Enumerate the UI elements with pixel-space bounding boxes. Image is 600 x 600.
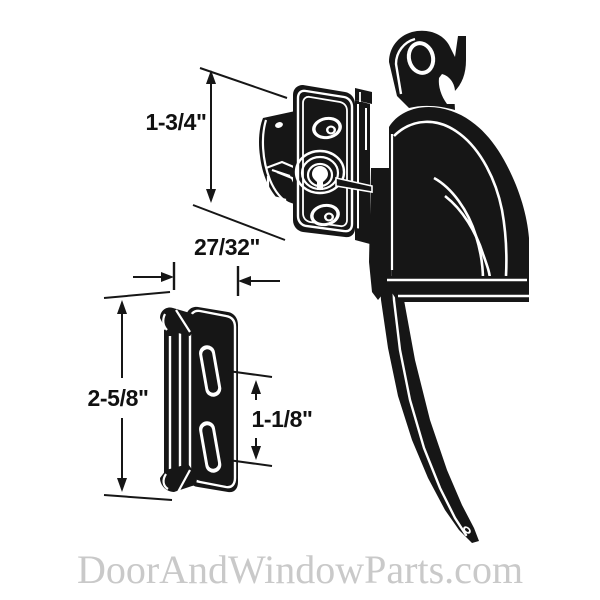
- latch-screw-hole-top-bore: [328, 127, 334, 133]
- dim-1-3-4-arrow-up: [206, 70, 216, 84]
- dim-2-5-8-label: 2-5/8": [88, 385, 149, 411]
- lever-arm-highlight: [390, 256, 468, 537]
- dim-1-3-4-label: 1-3/4": [146, 109, 207, 135]
- latch-rear-housing: [259, 110, 300, 206]
- site-watermark: DoorAndWindowParts.com: [77, 547, 523, 592]
- strike-plate-bottom-tab-highlight: [162, 469, 191, 493]
- mounting-ear-notch: [438, 74, 455, 104]
- mounting-ear-hole: [410, 45, 432, 71]
- strike-plate-slot-lower: [199, 421, 222, 473]
- dim-1-3-4-leader-top: [199, 67, 288, 99]
- strike-plate-slot-upper: [199, 345, 222, 397]
- dimension-latch-height: 1-3/4": [146, 67, 288, 241]
- handle-escutcheon-flank: [369, 168, 392, 300]
- dim-27-32-label: 27/32": [194, 234, 260, 260]
- dim-2-5-8-arrow-up: [117, 300, 127, 314]
- dimension-plate-width: 27/32": [133, 234, 280, 296]
- handle-assembly: [369, 30, 529, 543]
- strike-plate-face: [186, 306, 238, 493]
- dim-1-1-8-leader-top: [227, 370, 273, 378]
- dim-27-32-arrow-right: [238, 276, 251, 286]
- strike-plate-flange-highlight: [168, 326, 182, 482]
- latch-tailpiece: [335, 177, 373, 193]
- handle-lever-arm: [378, 252, 479, 543]
- grip-arc-3: [444, 194, 492, 281]
- latch-faceplate-outline-2: [302, 95, 348, 228]
- mounting-ear-highlight: [394, 37, 416, 95]
- dim-27-32-arrow-left: [161, 272, 174, 282]
- latch-body: [259, 85, 373, 244]
- handle-base-edge-highlight: [387, 278, 529, 298]
- lever-tip-eyelet-inner: [465, 528, 469, 532]
- keyhole-icon: [312, 166, 328, 190]
- dim-1-3-4-arrow-down: [206, 189, 216, 203]
- dim-2-5-8-leader-bottom: [103, 494, 173, 501]
- key-cylinder-ring-outer: [294, 149, 346, 195]
- dim-1-1-8-leader-bottom: [227, 459, 273, 467]
- dim-2-5-8-leader-top: [103, 291, 171, 299]
- dim-1-1-8-label: 1-1/8": [252, 406, 313, 432]
- dim-1-3-4-leader-bottom: [192, 204, 286, 241]
- dimension-plate-height: 2-5/8": [88, 291, 173, 501]
- latch-tab-bottom: [355, 228, 370, 244]
- dim-1-1-8-arrow-up: [251, 380, 261, 394]
- strike-plate-bottom-tab: [160, 464, 197, 492]
- handle-grip-body: [389, 106, 529, 282]
- latch-screw-hole-bottom-bore: [326, 214, 332, 220]
- strike-plate: [160, 306, 238, 493]
- latch-faceplate-outline: [296, 89, 354, 233]
- grip-arc-1: [393, 120, 508, 277]
- latch-rear-knob-top-hole: [275, 122, 283, 128]
- strike-plate-flange: [164, 318, 186, 488]
- strike-plate-top-tab-highlight: [162, 309, 191, 333]
- latch-faceplate-edge-highlight: [357, 104, 367, 230]
- dim-1-1-8-arrow-down: [251, 446, 261, 460]
- dimension-hole-spacing: 1-1/8": [227, 370, 313, 467]
- dim-2-5-8-arrow-down: [117, 478, 127, 492]
